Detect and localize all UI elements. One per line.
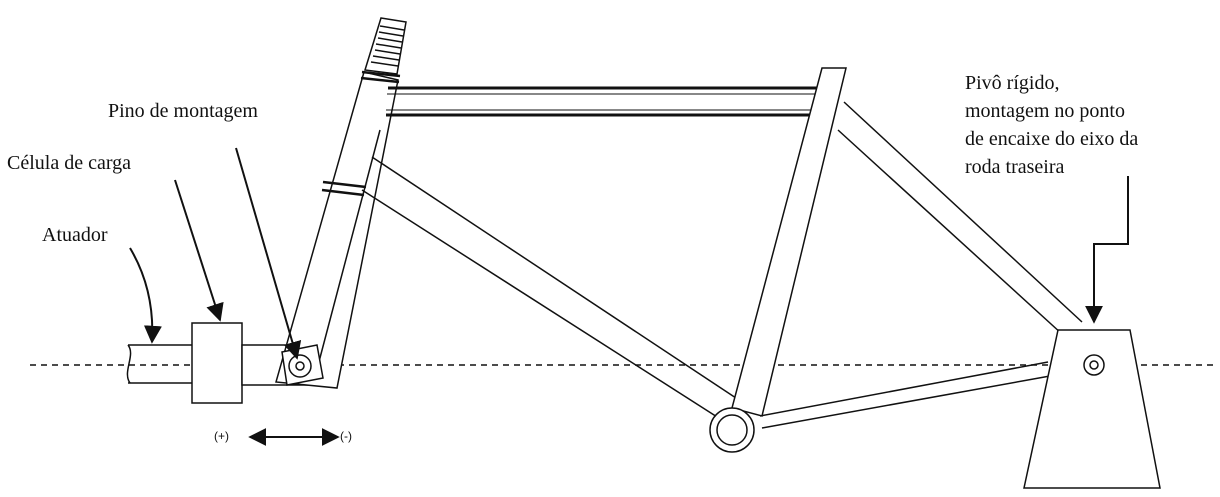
label-actuator: Atuador: [42, 224, 108, 246]
label-plus: (+): [214, 429, 229, 443]
arrow-actuator: [129, 247, 162, 344]
top-tube: [386, 86, 824, 117]
mounting-pin: [281, 344, 324, 386]
arrow-pivot: [1085, 176, 1129, 324]
bottom-bracket: [709, 407, 755, 453]
label-mounting-pin: Pino de montagem: [108, 100, 258, 122]
actuator-rod: [126, 344, 193, 384]
label-pivot-line-2: montagem no ponto: [965, 100, 1125, 122]
headset-rings: [321, 70, 401, 197]
seat-stay: [837, 101, 1083, 335]
head-tube: [275, 71, 399, 389]
chain-stay: [759, 361, 1051, 429]
seat-tube: [731, 67, 847, 417]
down-tube: [361, 156, 743, 423]
label-pivot-line-3: de encaixe do eixo da: [965, 128, 1139, 150]
label-pivot-line-1: Pivô rígido,: [965, 72, 1060, 94]
load-cell-block: [191, 322, 243, 404]
rigid-pivot-fixture: [1023, 329, 1161, 489]
arrow-load-cell: [174, 179, 224, 322]
label-minus: (-): [340, 429, 352, 443]
label-pivot-line-4: roda traseira: [965, 156, 1065, 178]
steerer-thread: [364, 17, 407, 75]
arrow-mounting-pin: [235, 147, 302, 360]
label-load-cell: Célula de carga: [7, 152, 132, 174]
